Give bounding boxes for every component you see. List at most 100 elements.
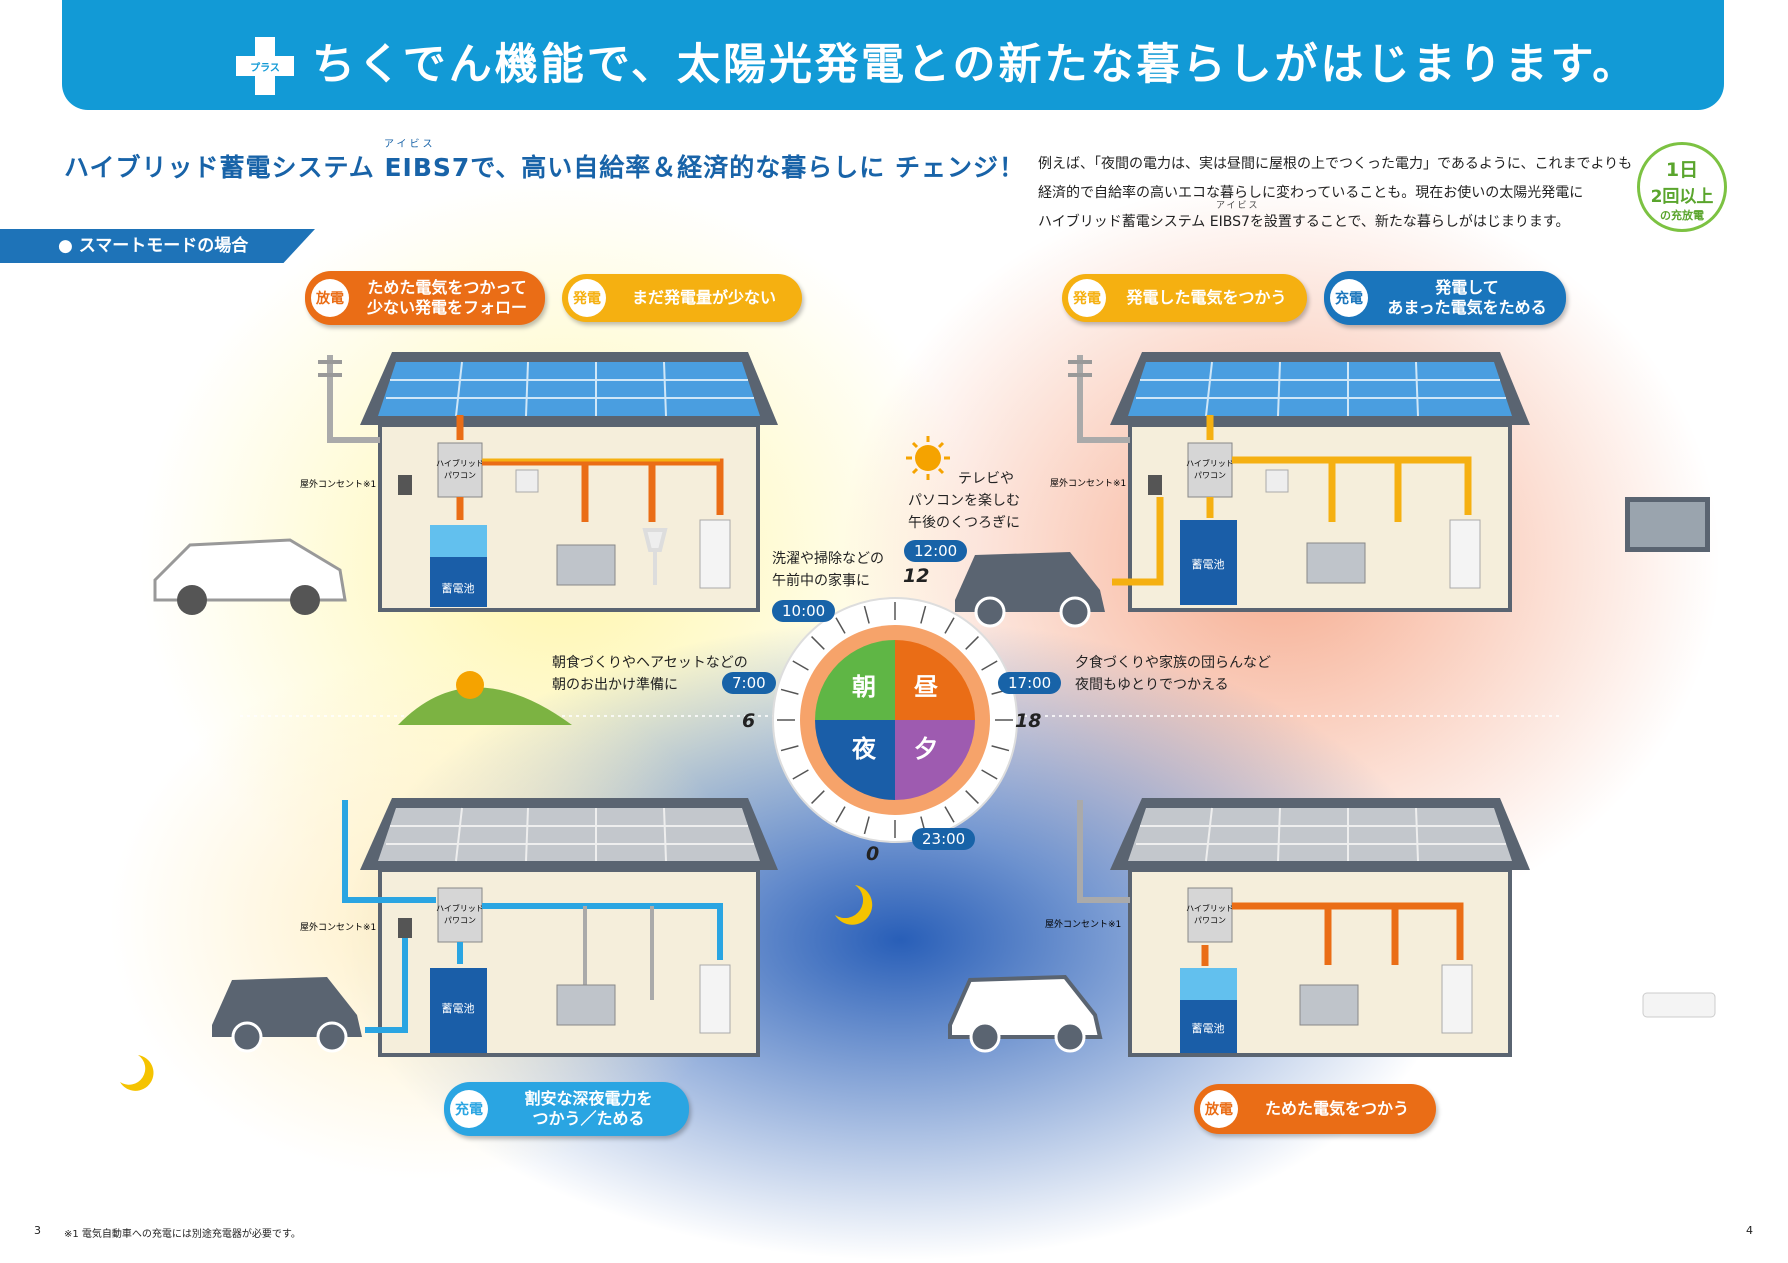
banner-title: ちくでん機能で、太陽光発電との新たな暮らしがはじまります。 [312,40,1639,90]
battery-label: 蓄電池 [442,582,475,595]
clock-tick [811,790,825,804]
hybrid-label: ハイブリッド [436,903,484,913]
page-number-right: 4 [1746,1224,1753,1237]
footnote: ※1 電気自動車への充電には別途充電器が必要です。 [64,1229,301,1240]
charge-cycle-badge: 1日 2回以上 の充放電 [1637,142,1727,232]
clock-tick [863,605,870,624]
caption-line: 朝のお出かけ準備に [552,677,678,693]
pill-morning-discharge: 放電 ためた電気をつかって少ない発電をフォロー [305,271,545,325]
pill-text: 少ない発電をフォロー [366,298,527,317]
intro-line: ハイブリッド蓄電システム EIBS7を設置することで、新たな暮らしがはじまります… [1038,214,1570,230]
segment-morning: 朝 [852,673,876,701]
caption-chores: 洗濯や掃除などの 午前中の家事に [772,548,884,592]
pill-tag: 充電 [450,1090,488,1128]
house-morning: ハイブリッド パワコン 蓄電池 屋外コンセント※1 [300,352,778,612]
time-1000: 10:00 [772,600,836,622]
caption-line: パソコンを楽しむ [908,493,1020,509]
house-noon: ハイブリッド パワコン 蓄電池 屋外コンセント※1 [1050,352,1530,612]
plus-icon: プラス [236,37,294,95]
clock-tick [780,688,799,695]
pill-noon-charge: 充電 発電してあまった電気をためる [1324,271,1566,325]
electric-car-icon [153,538,347,615]
intro-line: 例えば、「夜間の電力は、実は昼間に屋根の上でつくった電力」であるように、これまで… [1038,156,1633,172]
clock-tick [792,660,809,671]
moon-icon [835,885,873,925]
house-night: ハイブリッド パワコン 蓄電池 屋外コンセント※1 [300,798,778,1057]
caption-line: テレビや [958,471,1014,487]
battery-label: 蓄電池 [1192,1022,1225,1035]
solar-panel [378,807,760,862]
caption-morning: 朝食づくりやヘアセットなどの 朝のお出かけ準備に [552,652,748,696]
pill-evening-discharge: 放電 ためた電気をつかう [1194,1084,1436,1134]
time-2300: 23:00 [912,828,976,850]
pill-text: 発電した電気をつかう [1126,288,1287,307]
pill-text: ためた電気をつかう [1264,1099,1409,1118]
car-icon [955,552,1105,628]
pill-night-charge: 充電 割安な深夜電力をつかう／ためる [444,1082,689,1136]
clock-tick [863,816,870,835]
pill-tag: 発電 [1068,279,1106,317]
solar-panel [378,361,760,417]
pill-tag: 放電 [1200,1090,1238,1128]
headline-ruby: アイビス [384,139,436,150]
caption-noon: テレビや [958,468,1014,490]
powercon-label: パワコン [444,471,476,480]
day-clock: 朝 昼 夕 夜 [772,597,1018,843]
hybrid-label: ハイブリッド [436,458,484,468]
outlet-label: 屋外コンセント※1 [300,921,376,933]
caption-line: 午後のくつろぎに [908,515,1020,531]
clock-tick [811,636,825,650]
clock-tick [944,806,955,823]
clock-tick [991,745,1010,752]
sun-icon [906,436,950,480]
pill-text: 発電して [1435,278,1499,297]
intro-line: 経済的で自給率の高いエコな暮らしに変わっていることも。現在お使いの太陽光発電に [1038,185,1584,201]
clock-ticks [777,602,1013,838]
battery-label: 蓄電池 [442,1002,475,1015]
tv-icon [1625,497,1710,552]
segment-noon: 昼 [914,673,938,701]
time-1700: 17:00 [998,672,1062,694]
time-1200: 12:00 [904,540,968,562]
battery-label: 蓄電池 [1192,558,1225,571]
time-0700: 7:00 [722,672,776,694]
moon-icon [120,1055,154,1091]
page-number-left: 3 [34,1224,41,1237]
sunrise-icon [398,671,572,725]
clock-tick [981,660,998,671]
powercon-label: パワコン [1194,916,1226,925]
pill-tag: 放電 [311,279,349,317]
powercon-label: パワコン [444,916,476,925]
hour-6: 6 [742,710,756,732]
badge-line3: の充放電 [1660,209,1704,222]
car-icon [212,977,362,1053]
title-banner [62,0,1724,110]
clock-tick [965,636,979,650]
mode-label-text: スマートモードの場合 [78,236,249,256]
pill-noon-generate: 発電 発電した電気をつかう [1062,274,1307,322]
pill-text: 割安な深夜電力を [524,1089,653,1108]
caption-line: 朝食づくりやヘアセットなどの [552,655,748,671]
clock-tick [920,605,927,624]
pill-tag: 充電 [1330,279,1368,317]
solar-panel [1128,361,1512,417]
car-icon [948,974,1103,1053]
pill-text: まだ発電量が少ない [631,288,776,307]
powercon-label: パワコン [1194,471,1226,480]
intro-text: 例えば、「夜間の電力は、実は昼間に屋根の上でつくった電力」であるように、これまで… [1038,150,1632,237]
clock-tick [780,745,799,752]
outlet-label: 屋外コンセント※1 [1045,918,1121,930]
pill-text: あまった電気をためる [1387,298,1547,317]
badge-line2: 2回以上 [1650,187,1714,207]
headline: ハイブリッド蓄電システム EIBS7で、高い自給率＆経済的な暮らしに チェンジ！ [64,153,1025,182]
mode-label: ● スマートモードの場合 [0,229,315,263]
outlet-label: 屋外コンセント※1 [1050,477,1126,489]
intro-ruby: アイビス [1216,201,1260,211]
clock-tick [965,790,979,804]
clock-tick [792,769,809,780]
caption-evening: 夕食づくりや家族の団らんなど 夜間もゆとりでつかえる [1075,652,1271,696]
solar-panel [1128,807,1512,862]
hour-18: 18 [1015,710,1042,732]
outlet-label: 屋外コンセント※1 [300,478,376,490]
